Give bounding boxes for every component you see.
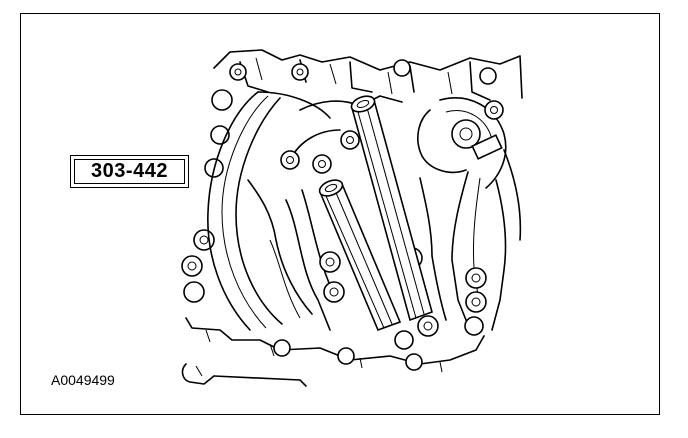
tool-303-442-drawing	[318, 95, 433, 332]
tool-number-callout: 303-442	[70, 155, 189, 188]
tool-number-label: 303-442	[91, 160, 168, 182]
hand-pointer-icon	[181, 363, 307, 387]
figure-id: A0049499	[51, 372, 115, 388]
